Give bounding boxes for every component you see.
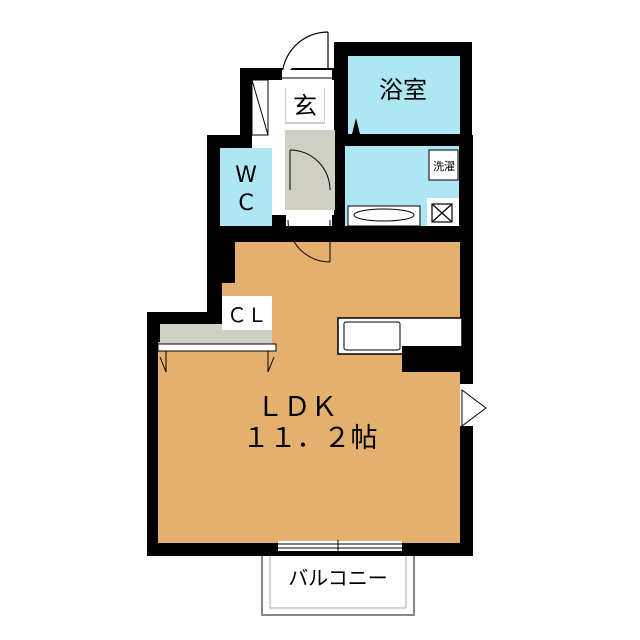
room-labels: 玄 浴室 W C ＣＬ 洗濯 ＬＤＫ １１．２帖 バルコニー: [227, 76, 455, 590]
ldk-size-label: １１．２帖: [243, 423, 378, 454]
window-right: [460, 384, 487, 427]
toilet-label-c: C: [238, 191, 253, 216]
entrance-label: 玄: [293, 92, 317, 120]
closet-label: ＣＬ: [227, 303, 267, 327]
toilet-label-w: W: [235, 163, 257, 188]
ldk-name-label: ＬＤＫ: [257, 392, 338, 423]
balcony-label: バルコニー: [288, 566, 388, 590]
kitchen-counter: [337, 317, 463, 372]
balcony-door: [278, 540, 402, 552]
closet-room: [157, 296, 277, 373]
washroom: [345, 118, 459, 227]
bath-label: 浴室: [379, 76, 427, 104]
bath-room: [348, 56, 460, 134]
laundry-label: 洗濯: [433, 160, 455, 173]
toilet-room: [220, 148, 272, 226]
